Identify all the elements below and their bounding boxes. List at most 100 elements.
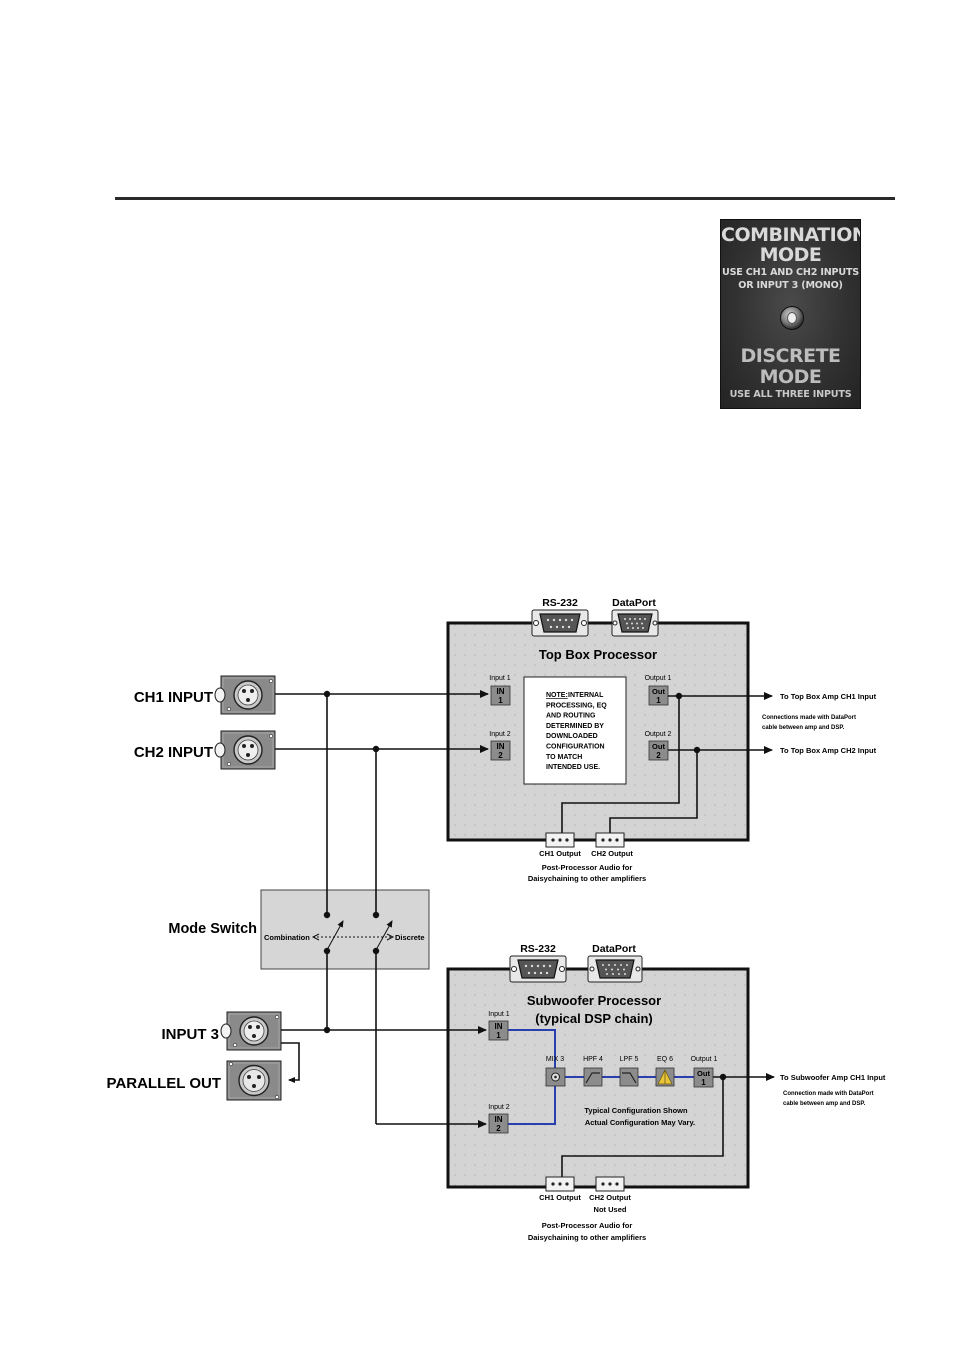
- top-in1-num: 1: [498, 696, 503, 705]
- wiring-junctions: [323, 690, 380, 1034]
- ch2-input-label: CH2 INPUT: [134, 744, 213, 761]
- top-ch2-output-connector-icon: [595, 832, 625, 848]
- top-note-line: INTENDED USE.: [546, 764, 600, 771]
- top-box-processor: RS-232 DataPort Top Box Processor Input …: [446, 597, 877, 883]
- combination-note-2: OR INPUT 3 (MONO): [738, 280, 843, 291]
- sub-dataport-label: DataPort: [592, 943, 636, 955]
- input3-xlr-connector-icon: [220, 1011, 282, 1051]
- sub-post-line1: Post-Processor Audio for: [542, 1221, 633, 1230]
- top-note-box: [523, 676, 627, 785]
- top-note-line: DOWNLOADED: [546, 733, 598, 740]
- discrete-note: USE ALL THREE INPUTS: [729, 389, 852, 400]
- top-in2-block: [490, 740, 511, 761]
- top-out1-junction: [675, 692, 683, 700]
- mode-switch-photo: COMBINATION MODE USE CH1 AND CH2 INPUTS …: [720, 219, 861, 409]
- combination-mode-heading: COMBINATION: [721, 224, 861, 246]
- top-out1-num: 1: [656, 696, 661, 705]
- top-note-line: INTERNAL: [568, 692, 604, 699]
- sub-output1-label: Output 1: [691, 1056, 718, 1063]
- mixer-block-icon: [545, 1067, 566, 1087]
- mode-switch-combination-label: Combination: [264, 933, 310, 942]
- top-out2-num: 2: [656, 751, 661, 760]
- low-pass-filter-icon: [619, 1067, 639, 1087]
- sub-mix-label: MIX 3: [546, 1056, 564, 1063]
- ch1-xlr-connector-icon: [214, 675, 276, 715]
- parallel-out-xlr-male-icon: [226, 1060, 282, 1101]
- top-post-line2: Daisychaining to other amplifiers: [528, 874, 646, 883]
- sub-out1-junction: [719, 1073, 727, 1081]
- top-note-lines: INTERNAL PROCESSING, EQ AND ROUTING DETERMI…: [546, 692, 607, 771]
- top-conn-note-1: Connections made with DataPort: [762, 715, 856, 721]
- sub-input2-label: Input 2: [488, 1104, 510, 1111]
- sub-rs232-label: RS-232: [520, 943, 556, 955]
- input-wiring: [275, 690, 489, 1128]
- top-in2-top: IN: [497, 742, 505, 751]
- top-input1-label: Input 1: [489, 675, 511, 682]
- top-dataport-label: DataPort: [612, 597, 656, 609]
- toggle-lever-icon: [787, 312, 797, 324]
- mode-switch-block: Mode Switch Combination Discrete: [168, 889, 430, 970]
- top-in2-num: 2: [498, 751, 503, 760]
- sub-config-line1: Typical Configuration Shown: [584, 1106, 688, 1115]
- sub-dataport-connector-icon: [587, 955, 643, 983]
- mode-switch-discrete-label: Discrete: [395, 933, 425, 942]
- mode-switch-title: Mode Switch: [168, 921, 257, 937]
- top-output1-label: Output 1: [645, 675, 672, 682]
- sub-hpf-label: HPF 4: [583, 1056, 603, 1063]
- sub-processor-title-1: Subwoofer Processor: [527, 993, 661, 1008]
- top-note-line: TO MATCH: [546, 754, 582, 761]
- sub-dest1: To Subwoofer Amp CH1 Input: [780, 1073, 886, 1082]
- top-ch2-output-label: CH2 Output: [591, 849, 633, 858]
- header-rule: [115, 197, 895, 200]
- top-note-line: DETERMINED BY: [546, 723, 604, 730]
- top-note-line: CONFIGURATION: [546, 744, 605, 751]
- top-out2-top: Out: [652, 742, 665, 751]
- sub-in2-top: IN: [495, 1115, 503, 1124]
- subwoofer-processor: RS-232 DataPort Subwoofer Processor (typ…: [446, 943, 886, 1242]
- top-rs232-label: RS-232: [542, 597, 578, 609]
- top-output2-label: Output 2: [645, 731, 672, 738]
- sub-eq-label: EQ 6: [657, 1056, 673, 1063]
- sub-conn-note-2: cable between amp and DSP.: [783, 1101, 866, 1107]
- discrete-mode-heading: DISCRETE: [740, 345, 841, 367]
- sub-ch1-output-label: CH1 Output: [539, 1193, 581, 1202]
- ch1-input-label: CH1 INPUT: [134, 689, 213, 706]
- top-note-line: AND ROUTING: [546, 713, 596, 720]
- parallel-out-label: PARALLEL OUT: [107, 1075, 221, 1092]
- top-ch1-output-connector-icon: [545, 832, 575, 848]
- top-ch1-output-label: CH1 Output: [539, 849, 581, 858]
- sub-ch1-output-connector-icon: [545, 1176, 575, 1192]
- top-dataport-connector-icon: [611, 609, 659, 637]
- sub-processor-title-2: (typical DSP chain): [535, 1011, 653, 1026]
- sub-out1-top: Out: [697, 1069, 710, 1078]
- top-dest2: To Top Box Amp CH2 Input: [780, 746, 877, 755]
- sub-ch2-output-connector-icon: [595, 1176, 625, 1192]
- combination-mode-heading-2: MODE: [759, 244, 822, 266]
- top-output-wires: [561, 692, 773, 833]
- sub-in1-top: IN: [495, 1022, 503, 1031]
- sub-in2-num: 2: [496, 1124, 501, 1133]
- input3-label: INPUT 3: [161, 1026, 219, 1043]
- high-pass-filter-icon: [583, 1067, 603, 1087]
- top-post-line1: Post-Processor Audio for: [542, 863, 633, 872]
- top-dest1: To Top Box Amp CH1 Input: [780, 692, 877, 701]
- discrete-mode-heading-2: MODE: [759, 366, 822, 388]
- sub-not-used-label: Not Used: [594, 1205, 627, 1214]
- top-out2-junction: [693, 746, 701, 754]
- eq-block-icon: [655, 1067, 675, 1087]
- top-out1-top: Out: [652, 687, 665, 696]
- sub-input1-label: Input 1: [488, 1011, 510, 1018]
- top-in1-block: [490, 685, 511, 706]
- top-in1-top: IN: [497, 687, 505, 696]
- sub-config-line2: Actual Configuration May Vary.: [585, 1118, 695, 1127]
- ch2-xlr-connector-icon: [214, 730, 276, 770]
- top-note-line: PROCESSING, EQ: [546, 702, 607, 709]
- sub-lpf-label: LPF 5: [620, 1056, 639, 1063]
- top-input2-label: Input 2: [489, 731, 511, 738]
- sub-ch2-output-label: CH2 Output: [589, 1193, 631, 1202]
- top-note-heading: NOTE:: [546, 692, 568, 699]
- top-conn-note-2: cable between amp and DSP.: [762, 725, 845, 731]
- top-rs232-connector-icon: [531, 609, 589, 637]
- sub-in1-num: 1: [496, 1031, 501, 1040]
